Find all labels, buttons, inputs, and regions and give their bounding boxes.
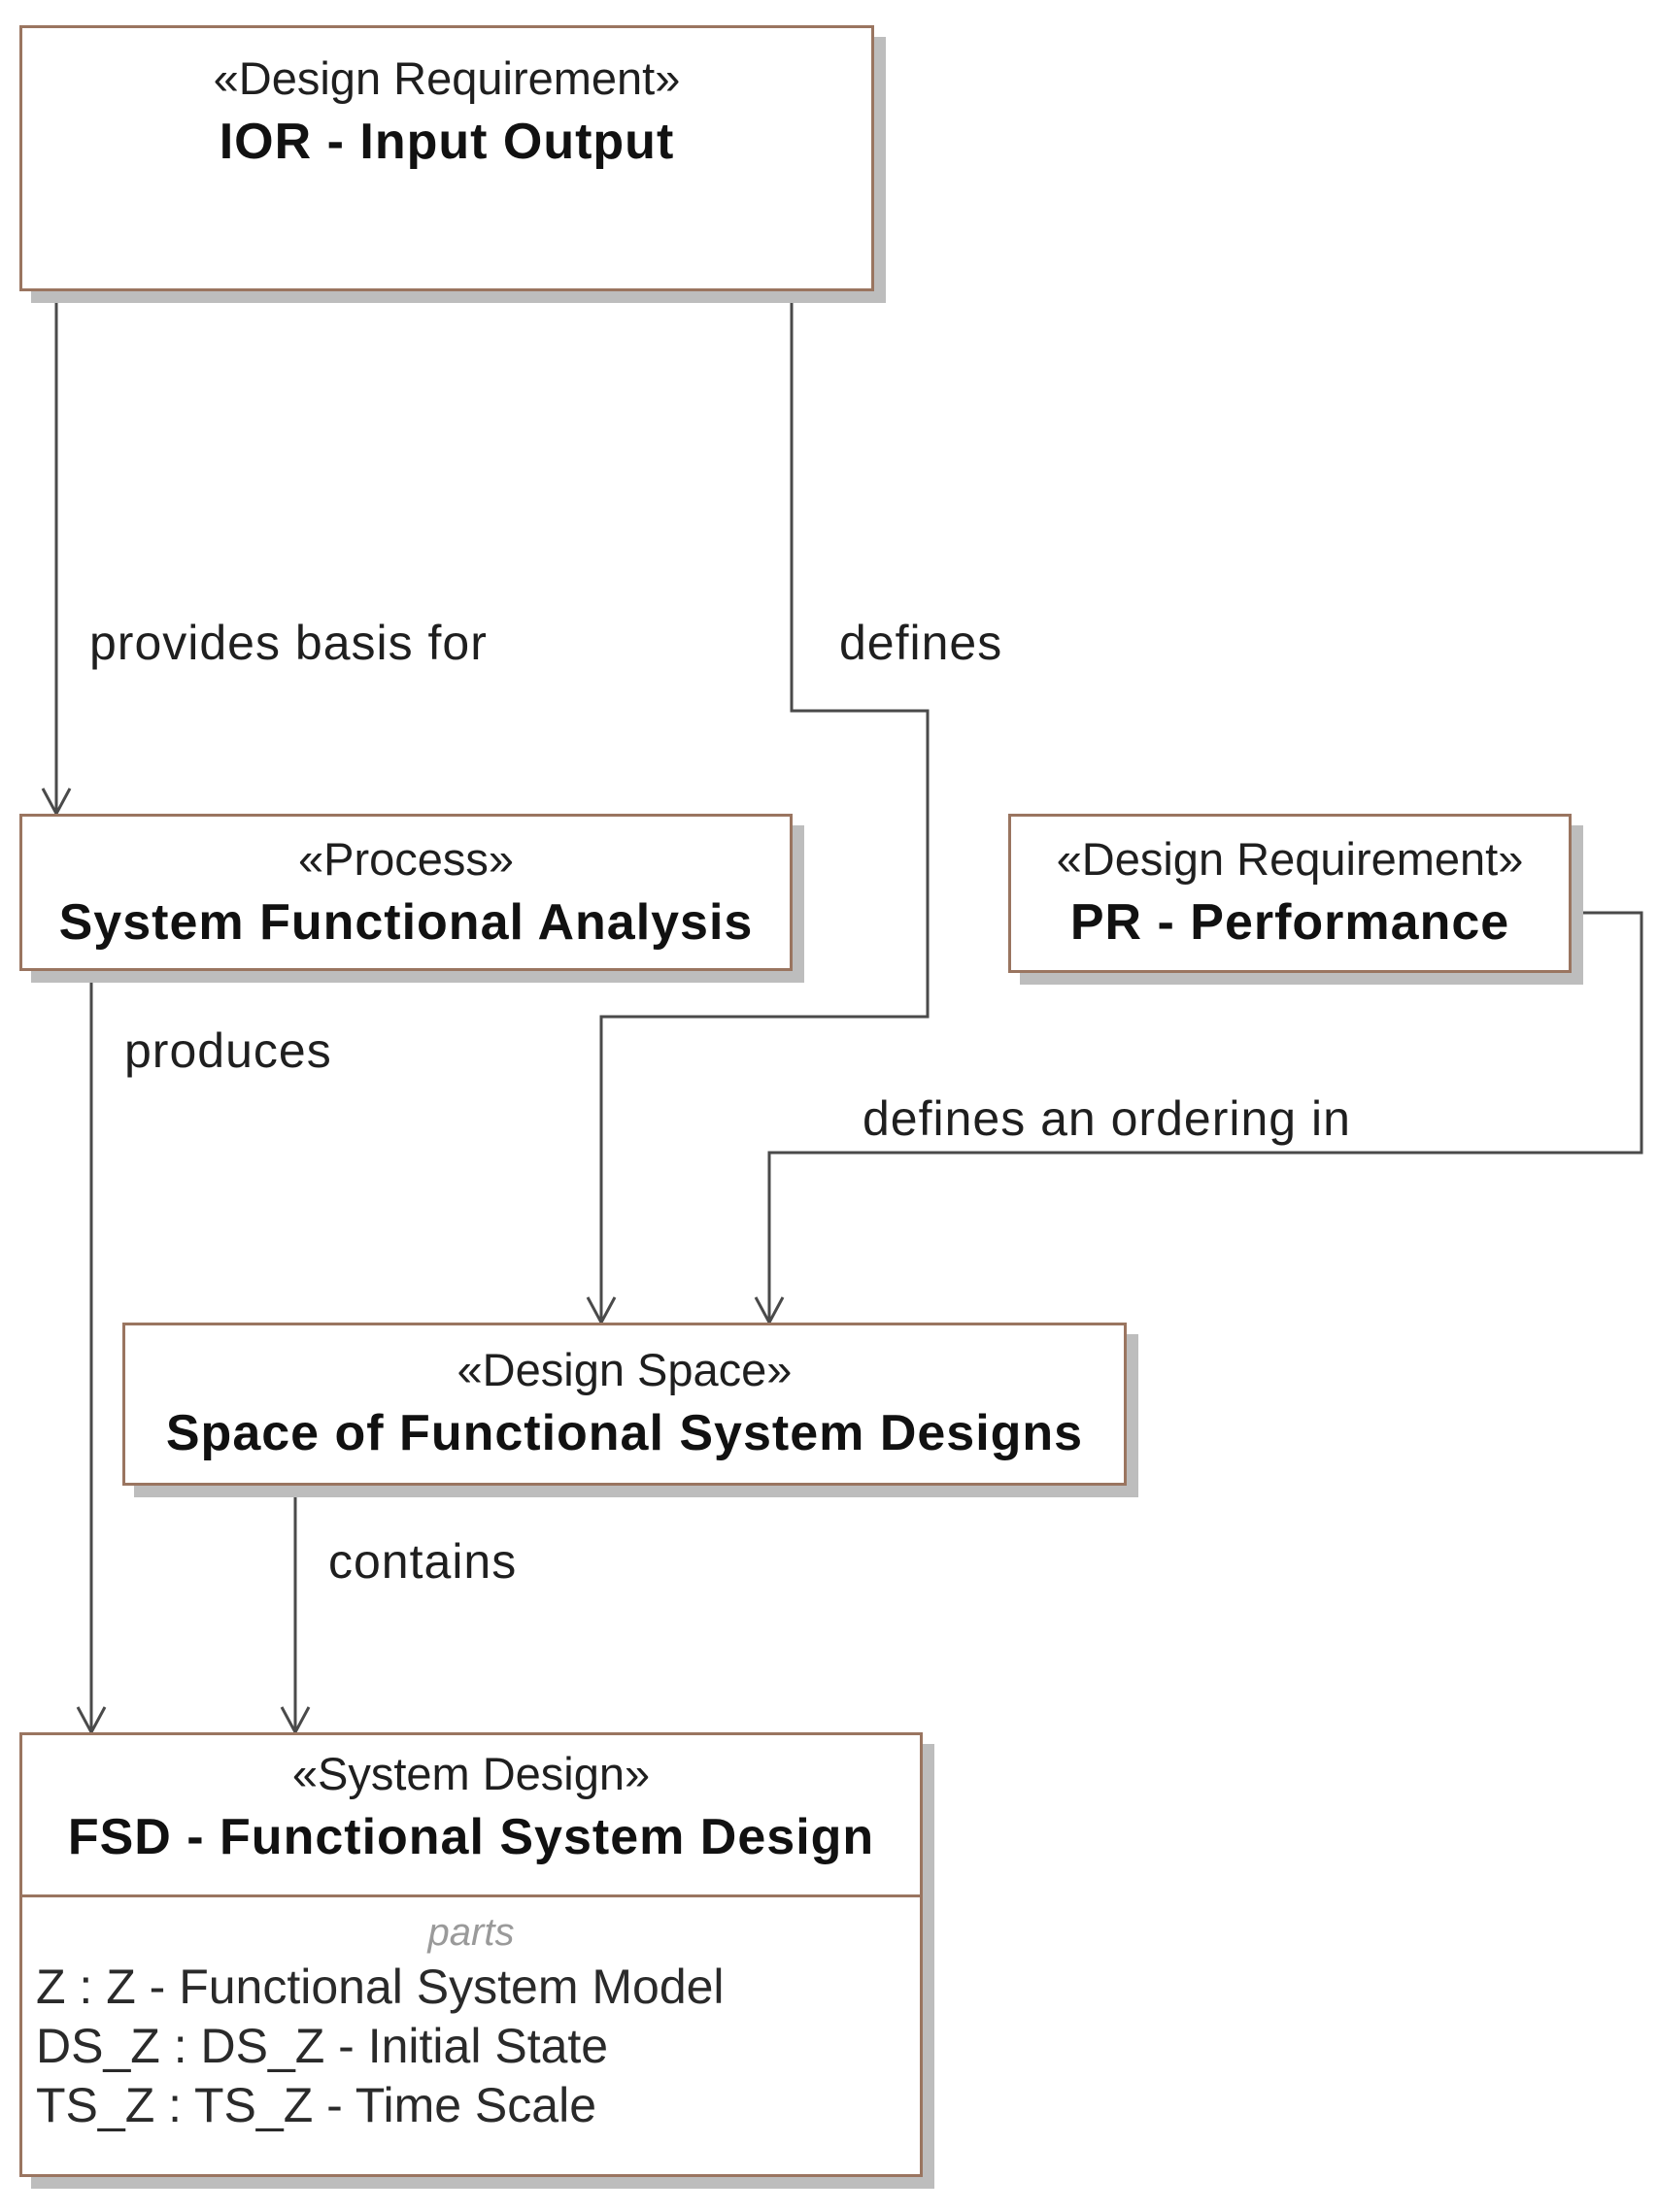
node-functional-system-design[interactable]: «System Design» FSD - Functional System …: [19, 1732, 923, 2177]
edge-defines: [599, 291, 930, 1323]
node-ds-stereotype: «Design Space»: [457, 1344, 793, 1395]
node-sfa-name: System Functional Analysis: [58, 894, 754, 951]
edge-label-produces: produces: [124, 1023, 332, 1078]
node-ds-name: Space of Functional System Designs: [165, 1405, 1084, 1461]
part-ds-z[interactable]: DS_Z : DS_Z - Initial State: [36, 2019, 609, 2073]
node-system-functional-analysis[interactable]: «Process» System Functional Analysis: [19, 814, 793, 971]
node-fsd-header: «System Design» FSD - Functional System …: [22, 1735, 920, 1894]
edge-label-defines-an-ordering-in: defines an ordering in: [863, 1091, 1351, 1146]
node-ior-header: «Design Requirement» IOR - Input Output: [22, 28, 871, 176]
node-ior-stereotype: «Design Requirement»: [213, 52, 681, 104]
node-pr-header: «Design Requirement» PR - Performance: [1011, 817, 1569, 956]
node-fsd-parts-compartment: parts Z : Z - Functional System Model DS…: [22, 1894, 920, 2135]
node-ior[interactable]: «Design Requirement» IOR - Input Output: [19, 25, 874, 291]
edge-label-defines: defines: [839, 616, 1003, 670]
node-pr-stereotype: «Design Requirement»: [1056, 833, 1524, 885]
edge-label-contains: contains: [328, 1534, 518, 1589]
node-design-space[interactable]: «Design Space» Space of Functional Syste…: [122, 1323, 1127, 1486]
part-ts-z[interactable]: TS_Z : TS_Z - Time Scale: [36, 2078, 597, 2132]
node-fsd-stereotype: «System Design»: [291, 1748, 651, 1799]
node-ds-header: «Design Space» Space of Functional Syste…: [125, 1325, 1124, 1467]
port-marker: [921, 2057, 931, 2068]
node-pr-name: PR - Performance: [1069, 894, 1510, 951]
parts-compartment-title: parts: [427, 1911, 515, 1954]
node-sfa-header: «Process» System Functional Analysis: [22, 817, 790, 956]
node-pr-performance[interactable]: «Design Requirement» PR - Performance: [1008, 814, 1572, 973]
edge-label-provides-basis-for: provides basis for: [89, 616, 488, 670]
part-z[interactable]: Z : Z - Functional System Model: [36, 1960, 725, 2014]
node-ior-name: IOR - Input Output: [219, 114, 675, 170]
node-sfa-stereotype: «Process»: [297, 833, 515, 885]
edge-defines-an-ordering-in: [767, 911, 1643, 1323]
node-fsd-name: FSD - Functional System Design: [67, 1809, 875, 1865]
